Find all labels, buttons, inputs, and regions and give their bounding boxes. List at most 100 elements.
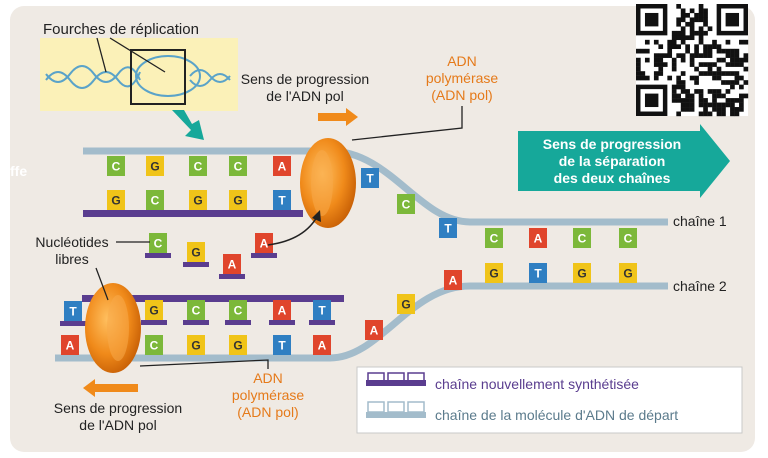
polymerase-bottom bbox=[85, 283, 141, 373]
nucleotide-top-new-1: G bbox=[103, 190, 129, 215]
forks-leader-right bbox=[109, 37, 166, 73]
base-letter: A bbox=[370, 324, 379, 338]
base-letter: G bbox=[191, 246, 200, 260]
base-letter: T bbox=[69, 305, 77, 319]
nucleotide-bottom-new-1: T bbox=[60, 301, 86, 326]
separation-label-2: de la séparation bbox=[559, 153, 666, 169]
base-letter: C bbox=[150, 339, 159, 353]
chain2-label: chaîne 2 bbox=[673, 278, 727, 294]
arrow-pol-bottom bbox=[83, 379, 138, 397]
pol-top-3: (ADN pol) bbox=[431, 87, 492, 103]
base-letter: A bbox=[534, 232, 543, 246]
separation-label-3: des deux chaînes bbox=[554, 170, 671, 186]
base-letter: T bbox=[444, 222, 452, 236]
nucleotide-bottom-template-5: G bbox=[229, 335, 247, 355]
nucleotide-bottom-template-7: A bbox=[313, 335, 331, 355]
new-strand-bottom bbox=[82, 295, 344, 302]
nucleotide-chain1-free-3: T bbox=[439, 218, 457, 238]
nucleotide-chain1-free-1: T bbox=[361, 168, 379, 188]
nucleotide-chain1-free-4: C bbox=[485, 228, 503, 248]
base-letter: G bbox=[193, 194, 202, 208]
base-letter: T bbox=[278, 339, 286, 353]
qr-code bbox=[636, 4, 749, 117]
base-letter: A bbox=[228, 258, 237, 272]
nucleotide-top-template-2: G bbox=[146, 156, 164, 176]
base-letter: C bbox=[624, 232, 633, 246]
base-letter: G bbox=[111, 194, 120, 208]
nucleotide-top-template-1: C bbox=[107, 156, 125, 176]
base-letter: C bbox=[154, 237, 163, 251]
legend-box bbox=[356, 366, 743, 434]
nucleotide-bottom-new-4: C bbox=[183, 300, 209, 325]
nucleotide-top-new-5: T bbox=[269, 190, 295, 215]
nucleotide-top-new-4: G bbox=[225, 190, 251, 215]
nucleotide-chain1-free-5: A bbox=[529, 228, 547, 248]
free-nucleotides-label-2: libres bbox=[55, 251, 88, 267]
nucleotide-top-template-4: C bbox=[229, 156, 247, 176]
legend-template-strand: chaîne de la molécule d'ADN de départ bbox=[435, 407, 678, 423]
base-letter: A bbox=[449, 274, 458, 288]
nucleotide-bottom-template-1: A bbox=[61, 335, 79, 355]
base-letter: T bbox=[318, 304, 326, 318]
pol-top-leader bbox=[351, 106, 463, 141]
base-letter: C bbox=[112, 160, 121, 174]
base-letter: T bbox=[366, 172, 374, 186]
base-letter: G bbox=[577, 267, 586, 281]
nucleotide-chain1-free-2: C bbox=[397, 194, 415, 214]
pol-bottom-3: (ADN pol) bbox=[237, 404, 298, 420]
nucleotide-bottom-template-3: C bbox=[145, 335, 163, 355]
chain1-label: chaîne 1 bbox=[673, 213, 727, 229]
nucleotides: CGCCATGCGGTTCTCACCAGAGTGGCGAATCGCCATAGCG… bbox=[60, 156, 637, 355]
legend-new-strand: chaîne nouvellement synthétisée bbox=[435, 376, 639, 392]
free-nucleotides-leader-2 bbox=[95, 267, 109, 301]
nucleotide-chain2-free-7: G bbox=[619, 263, 637, 283]
arrow-pol-top bbox=[318, 108, 358, 126]
base-letter: C bbox=[490, 232, 499, 246]
separation-label-1: Sens de progression bbox=[543, 136, 681, 152]
nucleotide-top-template-3: C bbox=[189, 156, 207, 176]
cut-text: ffe bbox=[10, 163, 27, 179]
pol-top-1: ADN bbox=[447, 53, 477, 69]
base-letter: G bbox=[233, 194, 242, 208]
nucleotide-chain2-free-1: A bbox=[365, 320, 383, 340]
forks-leader-left bbox=[96, 37, 107, 73]
nucleotide-free-3: A bbox=[219, 254, 245, 279]
nucleotide-bottom-new-6: A bbox=[269, 300, 295, 325]
fork-zoom-box bbox=[130, 49, 186, 105]
pol-bottom-1: ADN bbox=[253, 370, 283, 386]
separation-arrow bbox=[518, 124, 730, 198]
nucleotide-chain1-free-7: C bbox=[619, 228, 637, 248]
base-letter: A bbox=[318, 339, 327, 353]
base-letter: C bbox=[402, 198, 411, 212]
nucleotide-chain2-free-5: T bbox=[529, 263, 547, 283]
nucleotide-free-2: G bbox=[183, 242, 209, 267]
base-letter: G bbox=[191, 339, 200, 353]
pol-bottom-2: polymérase bbox=[232, 387, 305, 403]
base-letter: A bbox=[66, 339, 75, 353]
progress-pol-top-2: de l'ADN pol bbox=[266, 88, 343, 104]
base-letter: C bbox=[234, 160, 243, 174]
base-letter: G bbox=[233, 339, 242, 353]
nucleotide-top-new-3: G bbox=[185, 190, 211, 215]
nucleotide-bottom-new-7: T bbox=[309, 300, 335, 325]
base-letter: G bbox=[149, 304, 158, 318]
base-letter: T bbox=[534, 267, 542, 281]
legend-new-strand-swatch bbox=[366, 372, 426, 386]
legend: chaîne nouvellement synthétisée chaîne d… bbox=[356, 366, 743, 434]
base-letter: C bbox=[151, 194, 160, 208]
base-letter: G bbox=[401, 298, 410, 312]
base-letter: A bbox=[260, 237, 269, 251]
base-letter: T bbox=[278, 194, 286, 208]
base-letter: C bbox=[194, 160, 203, 174]
base-letter: A bbox=[278, 160, 287, 174]
nucleotide-free-4: A bbox=[251, 233, 277, 258]
nucleotide-chain1-free-6: C bbox=[573, 228, 591, 248]
forks-title: Fourches de réplication bbox=[43, 21, 199, 38]
free-nucleotides-label-1: Nucléotides bbox=[35, 234, 108, 250]
base-letter: G bbox=[150, 160, 159, 174]
nucleotide-chain2-free-4: G bbox=[485, 263, 503, 283]
pol-bottom-leader bbox=[139, 359, 269, 369]
zoom-arrow bbox=[172, 110, 204, 140]
